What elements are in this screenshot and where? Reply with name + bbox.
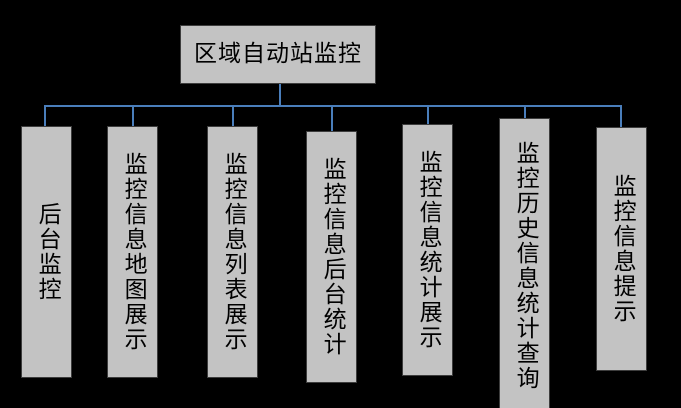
node-child-6-label: 监控历史信息统计查询 [512,141,539,391]
node-root-label: 区域自动站监控 [194,40,362,67]
node-child-3-label: 监控信息列表展示 [220,152,247,352]
connector-drop-7 [620,105,622,127]
connector-horizontal-bus [44,105,622,107]
connector-drop-4 [331,105,333,131]
node-child-4[interactable]: 监控信息后台统计 [306,131,357,383]
node-child-2[interactable]: 监控信息地图展示 [107,126,158,378]
node-child-5[interactable]: 监控信息统计展示 [402,124,453,376]
connector-drop-2 [132,105,134,126]
node-child-1-label: 后台监控 [34,202,61,302]
node-child-7[interactable]: 监控信息提示 [596,127,647,371]
node-child-7-label: 监控信息提示 [609,174,636,324]
node-child-2-label: 监控信息地图展示 [120,152,147,352]
node-child-4-label: 监控信息后台统计 [319,157,346,357]
node-child-3[interactable]: 监控信息列表展示 [207,126,258,378]
node-root[interactable]: 区域自动站监控 [180,25,376,84]
connector-drop-3 [232,105,234,126]
connector-drop-6 [524,105,526,118]
connector-drop-5 [427,105,429,124]
node-child-5-label: 监控信息统计展示 [415,150,442,350]
connector-root-stem [279,84,281,106]
node-child-6[interactable]: 监控历史信息统计查询 [499,118,550,408]
connector-drop-1 [44,105,46,126]
node-child-1[interactable]: 后台监控 [21,126,72,378]
